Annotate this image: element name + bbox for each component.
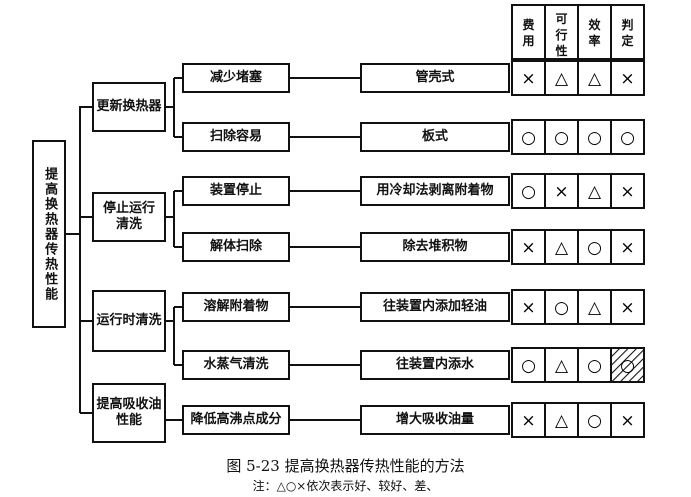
method-box: 降低高沸点成分 (182, 405, 290, 435)
rating-symbol: △ (588, 69, 602, 89)
measure-box: 往装置内添水 (360, 350, 510, 380)
category-box: 更新换热器 (92, 82, 166, 132)
rating-symbol: ○ (554, 128, 569, 148)
root-box: 提高换热器传热性能 (32, 140, 66, 328)
method-box: 装置停止 (182, 176, 290, 206)
rating-symbol: ○ (587, 128, 602, 148)
method-box: 水蒸气清洗 (182, 350, 290, 380)
column-header-label: 判定 (621, 18, 634, 49)
rating-symbol: × (620, 69, 634, 89)
rating-symbol: △ (555, 411, 569, 431)
column-header-cell (610, 4, 645, 60)
rating-cell (610, 402, 645, 438)
rating-cell (511, 289, 546, 325)
rating-symbol: ○ (587, 356, 602, 376)
rating-symbol: ○ (521, 356, 536, 376)
rating-cell (544, 402, 579, 438)
rating-cell (511, 60, 546, 96)
rating-cell (610, 229, 645, 265)
rating-cell (544, 119, 579, 155)
measure-box: 用冷却法剥离附着物 (360, 176, 510, 206)
rating-symbol: × (521, 298, 535, 318)
column-header-label: 费用 (522, 18, 535, 49)
rating-cell (511, 402, 546, 438)
rating-cell (610, 173, 645, 209)
rating-symbol: ○ (587, 411, 602, 431)
method-box: 减少堵塞 (182, 63, 290, 93)
measure-box: 除去堆积物 (360, 232, 510, 262)
rating-symbol: × (620, 182, 634, 202)
rating-symbol: △ (588, 298, 602, 318)
method-box: 扫除容易 (182, 122, 290, 152)
measure-box: 增大吸收油量 (360, 405, 510, 435)
method-box: 溶解附着物 (182, 292, 290, 322)
column-header-label: 效率 (588, 18, 601, 49)
rating-symbol: × (554, 182, 568, 202)
rating-symbol: × (620, 298, 634, 318)
rating-cell (544, 229, 579, 265)
category-box: 提高吸收油性能 (92, 383, 166, 443)
rating-cell (610, 289, 645, 325)
column-header-label: 可行性 (555, 12, 568, 59)
connector-lines (66, 77, 360, 421)
rating-cell (610, 60, 645, 96)
rating-symbol: ○ (587, 238, 602, 258)
figure-note: 注：△○×依次表示好、较好、差、 (252, 479, 439, 493)
category-box: 停止运行清洗 (92, 192, 166, 242)
rating-symbol: ○ (521, 182, 536, 202)
rating-symbol: △ (555, 238, 569, 258)
figure-caption: 图 5-23 提高换热器传热性能的方法 (226, 457, 465, 475)
column-header-cell (544, 4, 579, 60)
rating-symbol: △ (555, 69, 569, 89)
rating-symbol: △ (555, 356, 569, 376)
measure-box: 管壳式 (360, 63, 510, 93)
method-box: 解体扫除 (182, 232, 290, 262)
rating-cell (577, 173, 612, 209)
rating-symbol: ○ (620, 128, 635, 148)
rating-cell (577, 60, 612, 96)
rating-symbol: × (521, 411, 535, 431)
rating-symbol: ○ (554, 298, 569, 318)
rating-symbol: ○ (521, 128, 536, 148)
rating-symbol: × (521, 238, 535, 258)
rating-cell (610, 119, 645, 155)
rating-cell (544, 347, 579, 383)
rating-symbol: × (521, 69, 535, 89)
rating-cell (511, 173, 546, 209)
measure-box: 板式 (360, 122, 510, 152)
rating-cell (610, 347, 645, 383)
category-box: 运行时清洗 (92, 290, 166, 352)
rating-grid: × △ △ × ○ ○ ○ ○ ○ × △ × × △ ○ × × ○ △ × ○ △ ○ ○ × △ ○ × (511, 4, 645, 438)
rating-symbol: × (620, 238, 634, 258)
measure-box: 往装置内添加轻油 (360, 292, 510, 322)
rating-symbol: ○ (620, 356, 635, 376)
rating-symbol: × (620, 411, 634, 431)
rating-symbol: △ (588, 182, 602, 202)
